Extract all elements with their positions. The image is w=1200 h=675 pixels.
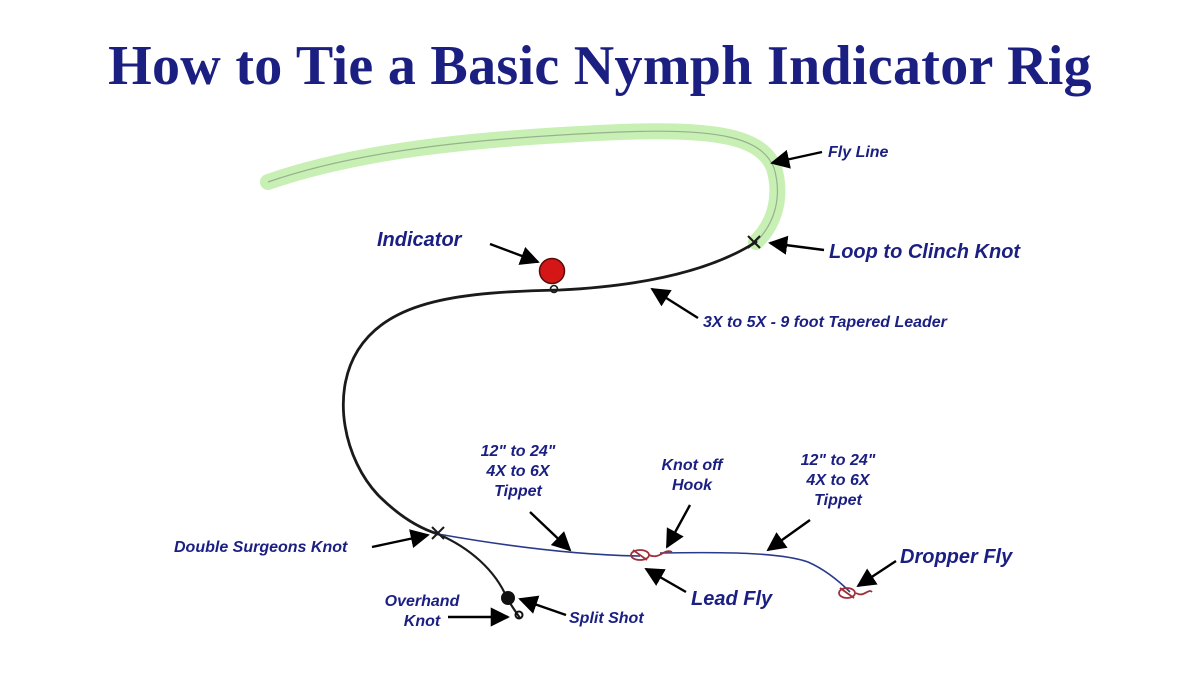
label-dropper-fly: Dropper Fly: [900, 546, 1013, 568]
page-title: How to Tie a Basic Nymph Indicator Rig: [108, 35, 1092, 97]
split-shot: [501, 591, 515, 605]
arrow-leader: [650, 287, 699, 320]
label-lead-fly: Lead Fly: [691, 588, 773, 610]
fly-line: [260, 123, 786, 250]
arrow-split-shot: [518, 595, 567, 617]
label-loop-to-clinch-knot: Loop to Clinch Knot: [829, 241, 1021, 263]
annotation-arrows: [371, 149, 897, 627]
arrow-knot-off-hook: [665, 504, 692, 549]
label-split-shot: Split Shot: [569, 610, 644, 627]
label-fly-line: Fly Line: [828, 144, 889, 161]
label-tapered-leader: 3X to 5X - 9 foot Tapered Leader: [703, 314, 947, 331]
label-tippet-2: 12" to 24" 4X to 6X Tippet: [800, 452, 876, 509]
indicator-bobber: [538, 257, 566, 285]
arrow-double-surgeons: [371, 529, 430, 549]
tippet-section-1: [437, 533, 641, 557]
arrow-indicator: [489, 242, 540, 265]
label-double-surgeons-knot: Double Surgeons Knot: [174, 539, 348, 556]
label-knot-off-hook: Knot off Hook: [661, 457, 723, 494]
indicator-bobber-eye: [549, 284, 559, 294]
tippet-section-2: [659, 551, 851, 593]
arrow-dropper-fly: [856, 559, 897, 588]
fly-line-core: [267, 130, 779, 243]
dropper-fly: [838, 587, 873, 599]
lead-fly: [630, 549, 673, 561]
double-surgeons-knot-marker: [431, 526, 445, 540]
loop-to-clinch-knot-marker: [747, 235, 761, 249]
arrow-fly-line: [770, 149, 823, 169]
label-indicator: Indicator: [377, 229, 462, 251]
label-tippet-1: 12" to 24" 4X to 6X Tippet: [480, 443, 556, 500]
arrow-tippet-2: [766, 519, 811, 552]
tapered-leader: [341, 240, 758, 536]
arrow-lead-fly: [644, 567, 687, 594]
label-overhand-knot: Overhand Knot: [384, 593, 460, 630]
arrow-loop-to-clinch: [768, 235, 825, 255]
arrow-tippet-1: [529, 511, 572, 552]
